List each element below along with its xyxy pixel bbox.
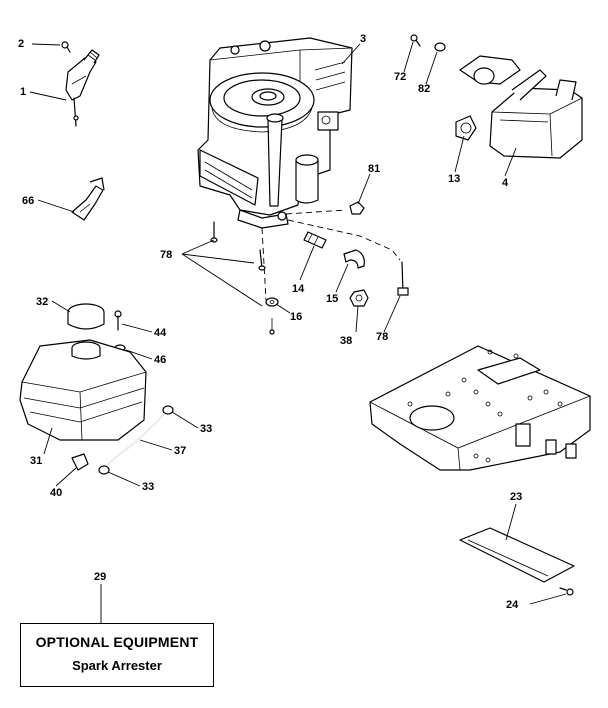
engine-part xyxy=(197,37,353,229)
drain-elbow-part xyxy=(343,249,365,269)
callout-31: 31 xyxy=(30,455,42,467)
callout-81: 81 xyxy=(368,163,380,175)
callout-13: 13 xyxy=(448,173,460,185)
throttle-control-part xyxy=(61,41,100,127)
callout-37: 37 xyxy=(174,445,186,457)
callout-24: 24 xyxy=(506,599,519,611)
nut-81-part xyxy=(349,201,365,215)
callout-29: 29 xyxy=(94,571,106,583)
muffler-hardware-part xyxy=(410,34,477,141)
callout-78a: 78 xyxy=(160,249,172,261)
fuel-line-part xyxy=(71,405,174,475)
callout-38: 38 xyxy=(340,335,352,347)
callout-16: 16 xyxy=(290,311,302,323)
callout-3: 3 xyxy=(360,33,366,45)
callout-4: 4 xyxy=(502,177,509,189)
callout-labels: 2 1 3 72 82 13 4 66 81 78 14 15 16 38 78… xyxy=(18,33,522,611)
chassis-plate-part xyxy=(369,345,591,471)
fuel-tank-hardware-part xyxy=(114,310,126,352)
callout-2: 2 xyxy=(18,38,24,50)
callout-40: 40 xyxy=(50,487,62,499)
callout-14: 14 xyxy=(292,283,305,295)
optional-equipment-title: OPTIONAL EQUIPMENT xyxy=(35,634,199,650)
nut-38-part xyxy=(349,289,369,307)
callout-15: 15 xyxy=(326,293,338,305)
callout-33a: 33 xyxy=(200,423,212,435)
callout-1: 1 xyxy=(20,86,26,98)
callout-33b: 33 xyxy=(142,481,154,493)
muffler-part xyxy=(459,55,583,159)
fuel-tank-part xyxy=(19,339,147,441)
washer-16-part xyxy=(265,297,279,335)
spark-arrester-label: Spark Arrester xyxy=(72,658,162,673)
clip-part xyxy=(71,177,105,221)
callout-72: 72 xyxy=(394,71,406,83)
callout-46: 46 xyxy=(154,354,166,366)
drain-hose-part xyxy=(303,231,327,249)
gas-cap-part xyxy=(67,303,105,330)
heat-shield-part xyxy=(459,527,575,596)
callout-78b: 78 xyxy=(376,331,388,343)
callout-32: 32 xyxy=(36,296,48,308)
leader-lines xyxy=(29,41,567,623)
callout-23: 23 xyxy=(510,491,522,503)
optional-equipment-box: OPTIONAL EQUIPMENT Spark Arrester xyxy=(20,623,214,687)
callout-66: 66 xyxy=(22,195,34,207)
callout-82: 82 xyxy=(418,83,430,95)
callout-44: 44 xyxy=(154,327,167,339)
